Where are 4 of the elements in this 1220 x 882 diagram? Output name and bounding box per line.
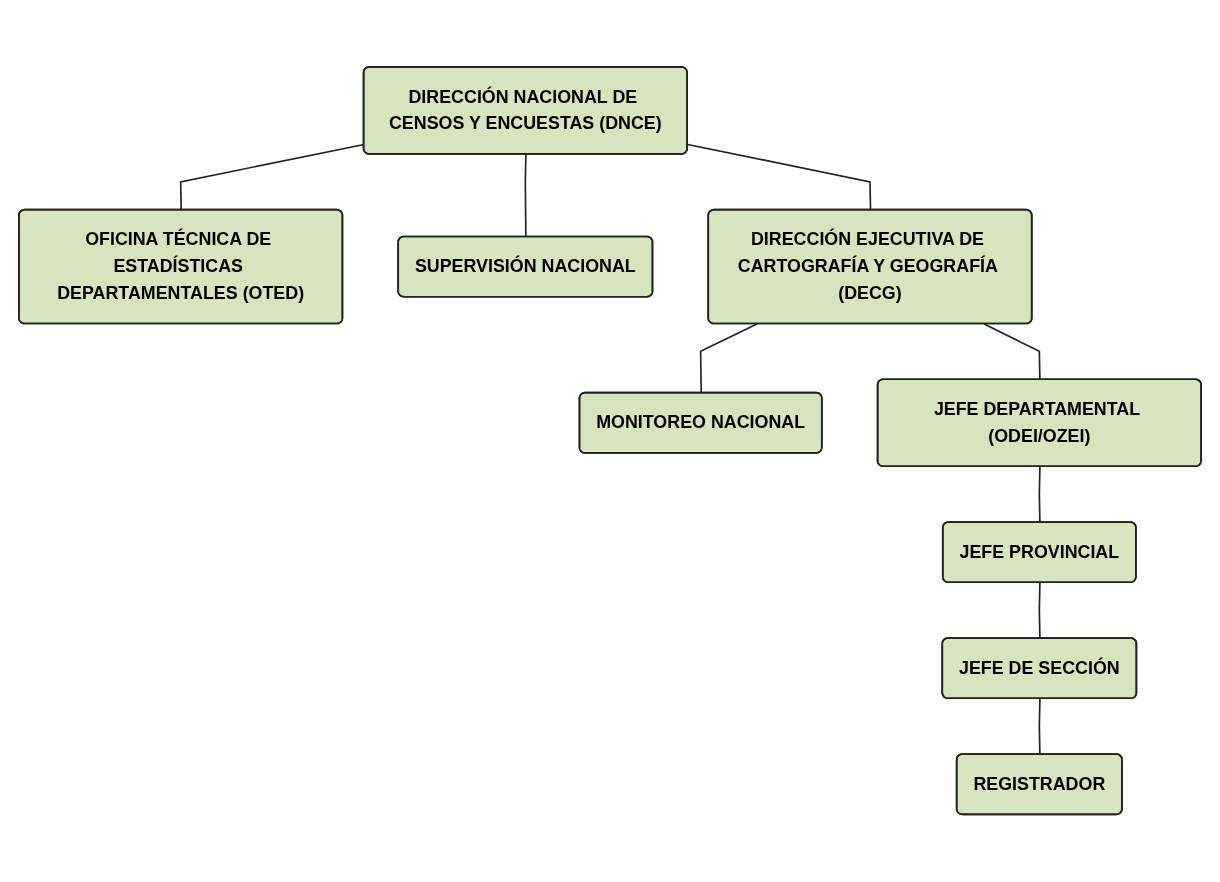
connector [1038,466,1041,524]
connector [699,323,758,395]
connector [1038,582,1041,640]
connector [1038,698,1041,756]
